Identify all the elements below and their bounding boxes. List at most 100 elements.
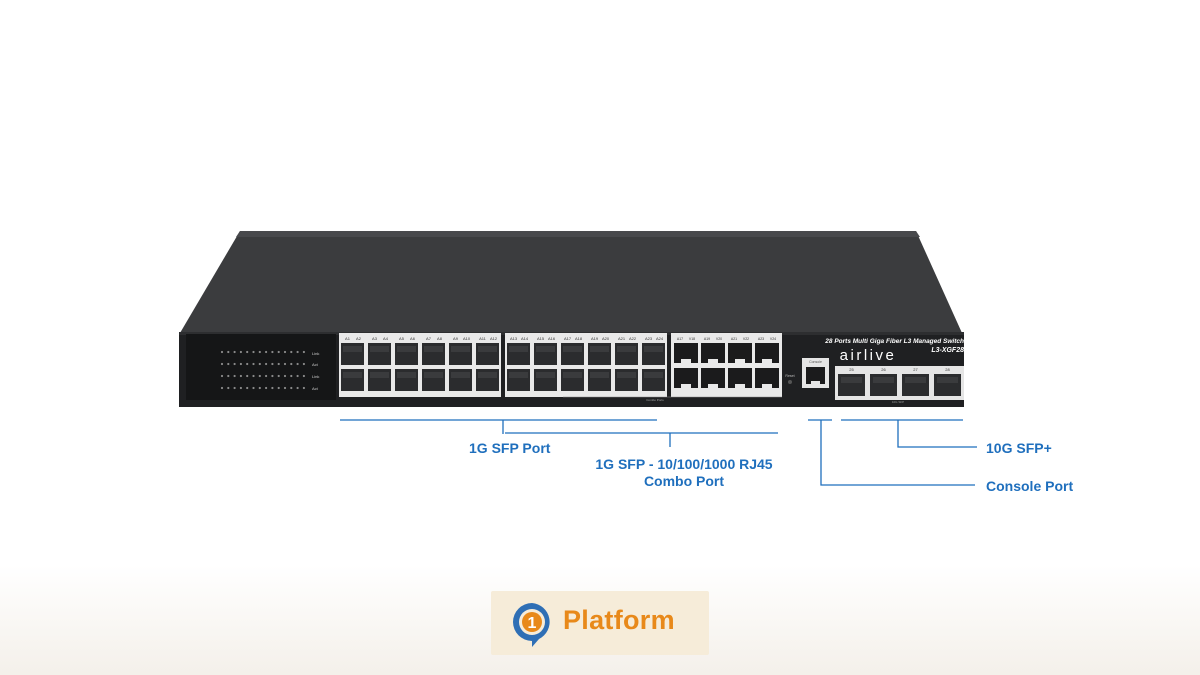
sfp-plus-port-label: 25 (849, 367, 854, 372)
sfp-port-label: A16 (548, 336, 556, 341)
sfp-plus-port-label: 26 (881, 367, 886, 372)
led-indicator (271, 350, 274, 354)
led-indicator (246, 362, 249, 366)
rj45-port-label: V20 (716, 337, 722, 341)
led-indicator (296, 374, 299, 378)
led-indicator (290, 386, 293, 390)
sfp-port-label: A3 (372, 336, 378, 341)
sfp-port-label: A18 (575, 336, 583, 341)
led-indicator (277, 374, 280, 378)
led-indicator (227, 362, 230, 366)
sfp-plus-port-label: 28 (945, 367, 950, 372)
switch-top-cover (180, 231, 962, 333)
sfp-group-label: 10G SFP (892, 400, 904, 404)
led-indicator (258, 386, 261, 390)
led-indicator (277, 350, 280, 354)
rj45-port (728, 343, 752, 363)
sfp-port-label: A13 (510, 336, 518, 341)
sfp-block-a (339, 333, 501, 397)
sfp-plus-ports (838, 374, 961, 396)
sfp-port-label: A23 (645, 336, 653, 341)
rj45-port-label: A21 (731, 337, 737, 341)
sfp-port-label: A9 (453, 336, 459, 341)
led-indicator (302, 386, 305, 390)
led-indicator (277, 386, 280, 390)
led-indicator (227, 386, 230, 390)
rj45-ports (674, 343, 779, 388)
led-indicator (220, 350, 224, 354)
sfp-port-label: A5 (399, 336, 405, 341)
led-indicator (271, 362, 274, 366)
sfp-port-label: A17 (564, 336, 572, 341)
led-act-label-2: Act (312, 386, 319, 391)
combo-annotation-line1: 1G SFP - 10/100/1000 RJ45 (595, 456, 773, 472)
rj45-port (755, 343, 779, 363)
console-annotation: Console Port (986, 478, 1074, 494)
led-indicator (220, 386, 224, 390)
led-indicator (239, 386, 242, 390)
sfp-block-b (505, 333, 667, 397)
reset-button (788, 380, 792, 384)
sfp-ports-b (507, 343, 665, 391)
led-indicator (290, 362, 293, 366)
rj45-port-label: A19 (704, 337, 710, 341)
led-indicator (296, 386, 299, 390)
led-indicator (233, 362, 236, 366)
sfp-port-label: A10 (463, 336, 471, 341)
model-number: L3-XGF28 (931, 347, 964, 354)
product-title: 28 Ports Multi Giga Fiber L3 Managed Swi… (824, 338, 964, 345)
rj45-port (755, 368, 779, 388)
sfp-port-label: A15 (537, 336, 545, 341)
console-label: Console (809, 360, 822, 364)
sfp-1g-annotation: 1G SFP Port (469, 440, 551, 456)
sfp-port-label: A19 (591, 336, 599, 341)
led-indicator (271, 374, 274, 378)
led-indicator (265, 374, 268, 378)
rj45-port-label: A17 (677, 337, 683, 341)
sfp-port-label: A4 (383, 336, 389, 341)
led-indicator (283, 350, 287, 354)
rj45-port (701, 368, 725, 388)
led-link-label-2: Link (312, 374, 319, 379)
led-indicator (258, 362, 261, 366)
rj45-port (674, 368, 698, 388)
led-indicator (233, 350, 236, 354)
sfp-port-label: A2 (356, 336, 362, 341)
led-indicator (302, 350, 305, 354)
led-indicator (283, 362, 287, 366)
rj45-port (674, 343, 698, 363)
led-act-label: Act (312, 362, 319, 367)
platform-logo-icon: 1 (513, 603, 550, 647)
sfp-port-label: A1 (345, 336, 351, 341)
rj45-port (701, 343, 725, 363)
led-indicator (283, 374, 287, 378)
sfp-port-label: A6 (410, 336, 416, 341)
sfp-port-label: A7 (426, 336, 432, 341)
led-indicator (258, 350, 261, 354)
led-indicator (252, 350, 255, 354)
sfp-port-label: A11 (479, 336, 487, 341)
rj45-port-label: V18 (689, 337, 695, 341)
led-indicator (239, 374, 242, 378)
sfp-ports-a (341, 343, 499, 391)
platform-logo: 1 Platform (491, 591, 709, 655)
sfp-port-label: A22 (629, 336, 637, 341)
led-indicator (227, 374, 230, 378)
led-indicator (302, 374, 305, 378)
annotation-lines (340, 419, 977, 486)
led-indicator (239, 362, 242, 366)
led-indicator (290, 350, 293, 354)
sfp-port-label: A8 (437, 336, 443, 341)
led-indicator (252, 386, 255, 390)
sfp-10g-annotation: 10G SFP+ (986, 440, 1052, 456)
rj45-port-label: V22 (743, 337, 749, 341)
led-indicator (246, 350, 249, 354)
brand-logo: airlive (840, 347, 897, 364)
sfp-port-label: A24 (656, 336, 664, 341)
led-indicator (252, 362, 255, 366)
led-indicator (290, 374, 293, 378)
